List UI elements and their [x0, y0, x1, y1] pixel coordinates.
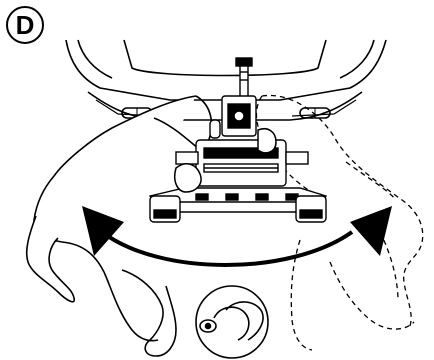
person-dashed-icon — [255, 94, 424, 351]
rotation-arrow-icon — [82, 206, 392, 267]
step-label: D — [15, 9, 35, 40]
hands-icon — [174, 128, 277, 193]
tighten-knob-detail-icon — [195, 285, 269, 359]
bike-carrier-icon — [148, 57, 327, 223]
step-badge: D — [6, 6, 44, 44]
